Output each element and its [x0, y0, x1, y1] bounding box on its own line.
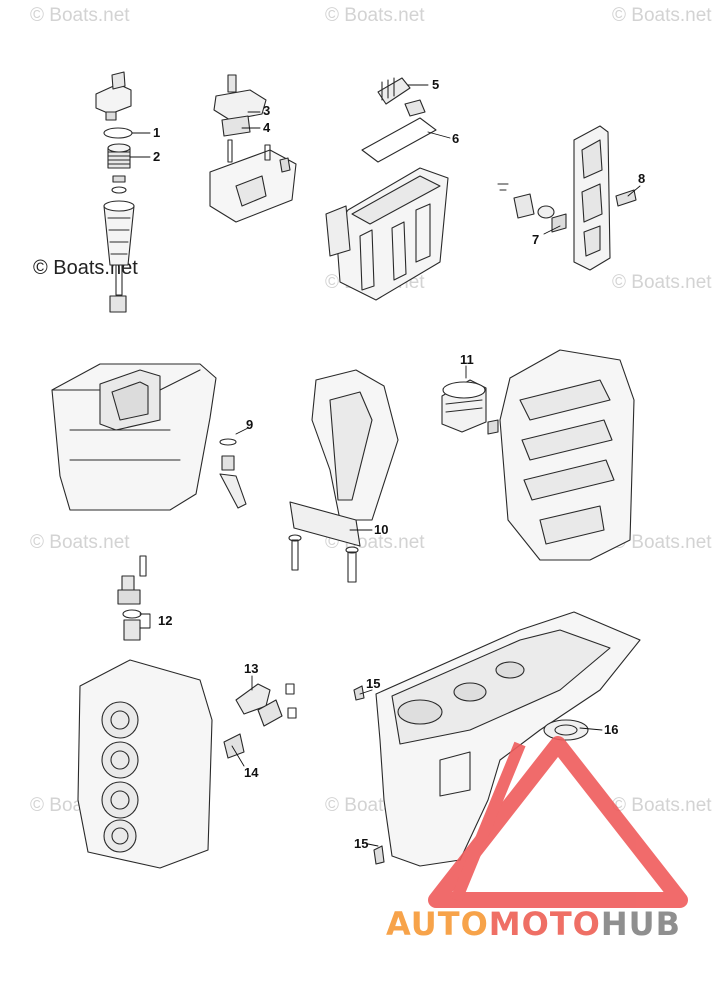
oil-pan-drawing: [51, 363, 247, 511]
callout-label: 2: [153, 149, 161, 164]
callout-label: 15: [366, 676, 381, 691]
watermark: © Boats.net: [612, 795, 712, 816]
callout-label: 16: [604, 722, 619, 737]
watermark: © Boats.net: [612, 532, 712, 553]
logo-text-auto: AUTO: [386, 905, 489, 943]
gear-case-drawing: [353, 611, 641, 867]
callout-label: 13: [244, 661, 259, 676]
callout-label: 4: [263, 120, 271, 135]
automotohub-logo: AUTOMOTOHUB: [386, 905, 681, 943]
engine-block-drawing: [441, 349, 635, 561]
callout-label: 10: [374, 522, 389, 537]
watermark: © Boats.net: [30, 5, 130, 26]
watermark: © Boats.net: [612, 272, 712, 293]
logo-text-hub: HUB: [600, 905, 682, 943]
pump-housing-drawing: [209, 74, 297, 223]
callout-label: 5: [432, 77, 440, 92]
watermark: © Boats.net: [325, 5, 425, 26]
logo-triangle-mark: [428, 736, 688, 908]
leader-lines: [129, 84, 641, 847]
cylinder-head-drawing: [77, 555, 297, 869]
watermark: © Boats.net: [30, 532, 130, 553]
callout-label: 12: [158, 613, 173, 628]
bracket-drawing: [288, 369, 399, 583]
filter-assembly-drawing: [95, 71, 135, 313]
callout-label: 1: [153, 125, 161, 140]
upper-housing-drawing: [325, 77, 449, 301]
callout-label: 7: [532, 232, 540, 247]
callout-label: 11: [460, 352, 474, 367]
callout-label: 15: [354, 836, 369, 851]
callout-label: 14: [244, 765, 259, 780]
callout-label: 9: [246, 417, 254, 432]
side-plate-drawing: [497, 125, 637, 271]
logo-text-moto: MOTO: [488, 905, 601, 943]
callout-label: 6: [452, 131, 460, 146]
callout-label: 3: [263, 103, 271, 118]
callout-label: 8: [638, 171, 646, 186]
watermark: © Boats.net: [612, 5, 712, 26]
